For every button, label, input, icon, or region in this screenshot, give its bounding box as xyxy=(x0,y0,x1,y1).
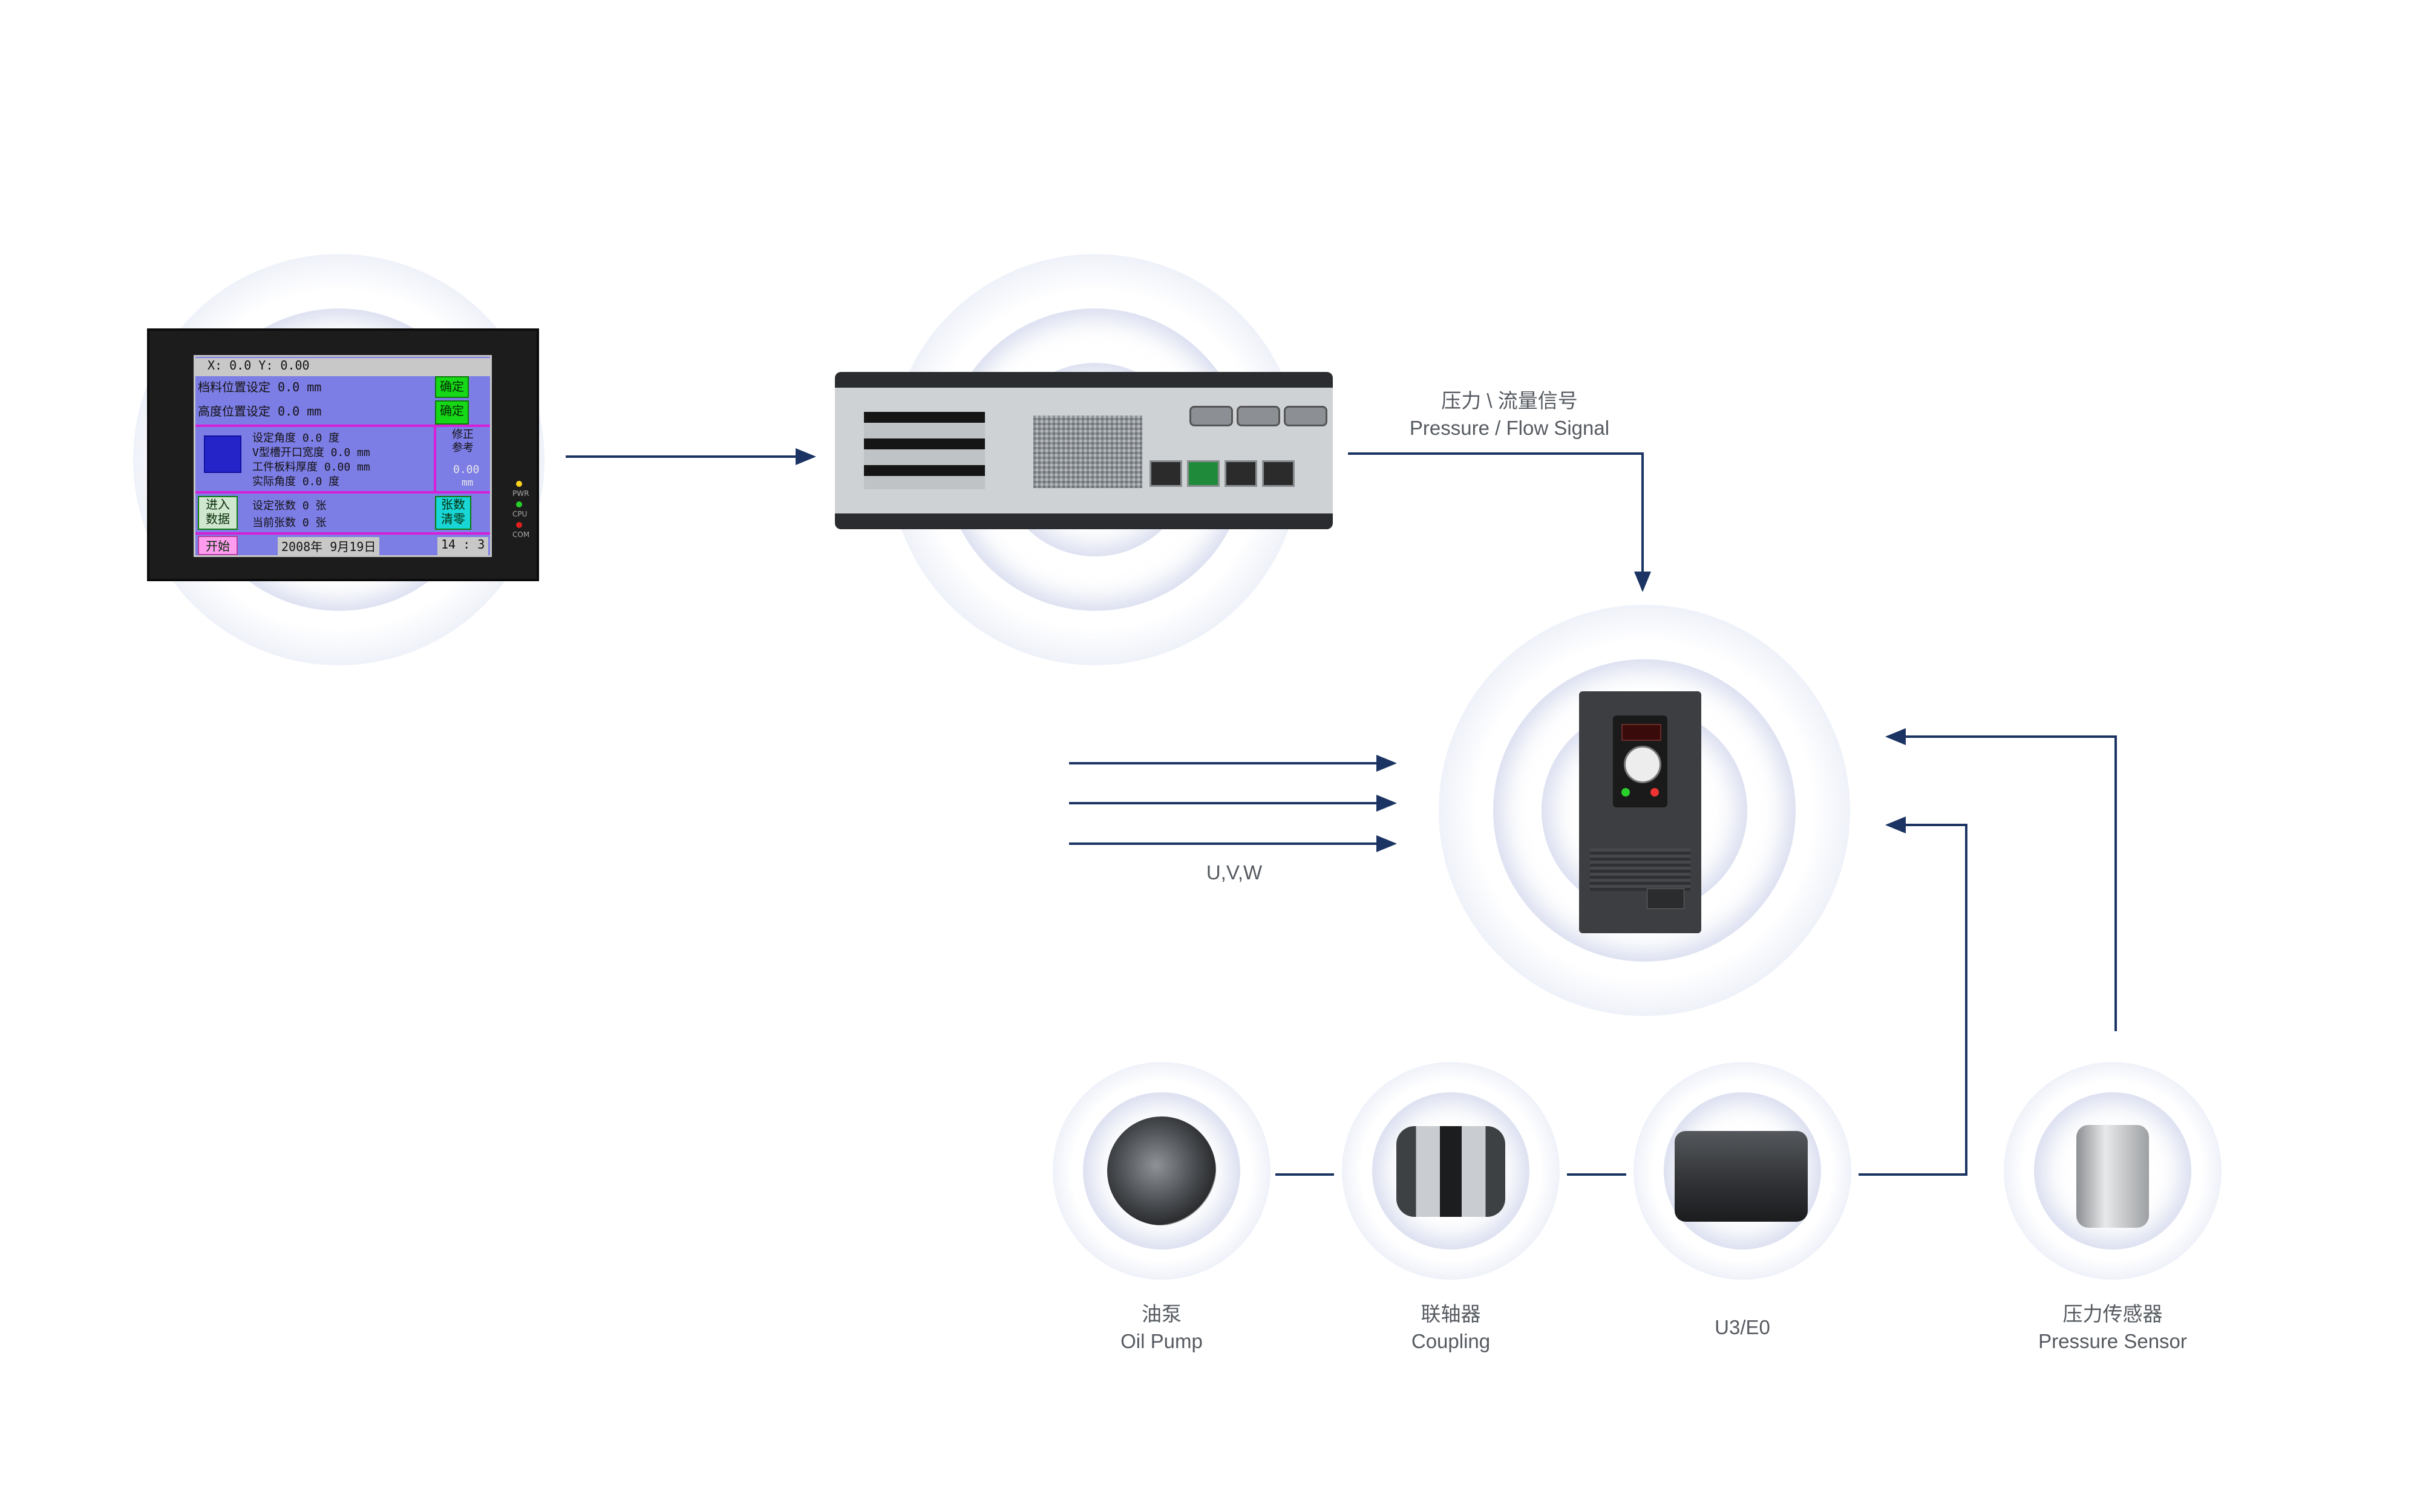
hmi-graphic xyxy=(204,435,241,473)
ethernet-port-2 xyxy=(1187,460,1220,487)
pressure-sensor-image xyxy=(2076,1125,2149,1228)
cpu-led xyxy=(516,501,522,507)
plc-terminal-block xyxy=(864,412,985,489)
plc-io-grid xyxy=(1033,415,1142,488)
hmi-separator-3 xyxy=(195,532,490,535)
hmi-separator-2 xyxy=(195,491,490,494)
ethernet-port-1 xyxy=(1150,460,1182,487)
cpu-led-label: CPU xyxy=(512,510,528,518)
serial-port-3 xyxy=(1284,406,1327,426)
hmi-start-button[interactable]: 开始 xyxy=(198,536,238,555)
hmi-row-1: 档料位置设定 0.0 mm xyxy=(198,380,322,394)
ethernet-port-4 xyxy=(1262,460,1295,487)
hmi-confirm-button-1[interactable]: 确定 xyxy=(435,376,469,398)
serial-port-2 xyxy=(1237,406,1280,426)
plc-controller xyxy=(835,372,1333,529)
vfd-green-button xyxy=(1621,788,1630,797)
pwr-led xyxy=(516,481,522,487)
oil-pump-image xyxy=(1107,1116,1216,1225)
vfd-dial xyxy=(1624,746,1661,783)
hmi-side-button[interactable]: 修正 参考 xyxy=(452,428,474,454)
hmi-row-5: 工件板料厚度 0.00 mm xyxy=(252,461,370,474)
hmi-row-7: 设定张数 0 张 xyxy=(252,500,327,512)
hmi-confirm-button-2[interactable]: 确定 xyxy=(435,400,469,425)
hmi-touch-panel: X: 0.0 Y: 0.00 档料位置设定 0.0 mm 确定 高度位置设定 0… xyxy=(147,328,539,581)
sensor-label-en: Pressure Sensor xyxy=(2038,1330,2187,1352)
hmi-time: 14 : 3 xyxy=(437,537,489,555)
hmi-side-value: 0.00 xyxy=(453,463,480,476)
hmi-separator-1 xyxy=(195,425,490,427)
hmi-side-unit: mm xyxy=(462,477,474,488)
vfd-red-button xyxy=(1650,788,1659,797)
signal-to-vfd-arrow xyxy=(1348,452,1651,592)
vfd-display xyxy=(1621,724,1661,741)
hmi-date: 2008年 9月19日 xyxy=(278,537,380,555)
vfd-label-sticker xyxy=(1647,888,1684,909)
hmi-screen: X: 0.0 Y: 0.00 档料位置设定 0.0 mm 确定 高度位置设定 0… xyxy=(194,355,492,557)
ethernet-port-3 xyxy=(1225,460,1257,487)
oil-pump-label-en: Oil Pump xyxy=(1120,1330,1203,1352)
sensor-label-cn: 压力传感器 xyxy=(2062,1303,2163,1325)
signal-label-en: Pressure / Flow Signal xyxy=(1409,417,1610,439)
signal-label-cn: 压力 \ 流量信号 xyxy=(1441,389,1578,412)
oil-pump-label-cn: 油泵 xyxy=(1142,1303,1182,1325)
com-led-label: COM xyxy=(512,530,530,539)
hmi-row-2: 高度位置设定 0.0 mm xyxy=(198,404,322,419)
hmi-coords: X: 0.0 Y: 0.00 xyxy=(195,358,490,376)
serial-port-1 xyxy=(1189,406,1233,426)
com-led xyxy=(516,522,522,528)
uvw-label: U,V,W xyxy=(1206,861,1263,884)
hmi-enter-data-button[interactable]: 进入 数据 xyxy=(198,496,238,530)
vfd-keypad xyxy=(1613,715,1667,807)
motor-image xyxy=(1675,1131,1808,1222)
coupling-label-cn: 联轴器 xyxy=(1421,1303,1481,1325)
motor-label: U3/E0 xyxy=(1715,1316,1770,1338)
sensor-to-vfd-arrow xyxy=(1885,728,2117,1031)
vfd-vent xyxy=(1590,849,1690,891)
pwr-led-label: PWR xyxy=(512,489,529,498)
coupling-label-en: Coupling xyxy=(1411,1330,1491,1352)
hmi-side-box xyxy=(434,425,436,491)
motor-to-vfd-arrow xyxy=(1859,816,1967,1176)
hmi-row-3: 设定角度 0.0 度 xyxy=(252,432,340,445)
vfd-drive xyxy=(1579,691,1701,933)
coupling-image xyxy=(1396,1126,1505,1217)
hmi-row-8: 当前张数 0 张 xyxy=(252,516,327,529)
hmi-row-6: 实际角度 0.0 度 xyxy=(252,475,340,488)
hmi-clear-count-button[interactable]: 张数 清零 xyxy=(435,496,471,530)
hmi-row-4: V型槽开口宽度 0.0 mm xyxy=(252,446,370,459)
